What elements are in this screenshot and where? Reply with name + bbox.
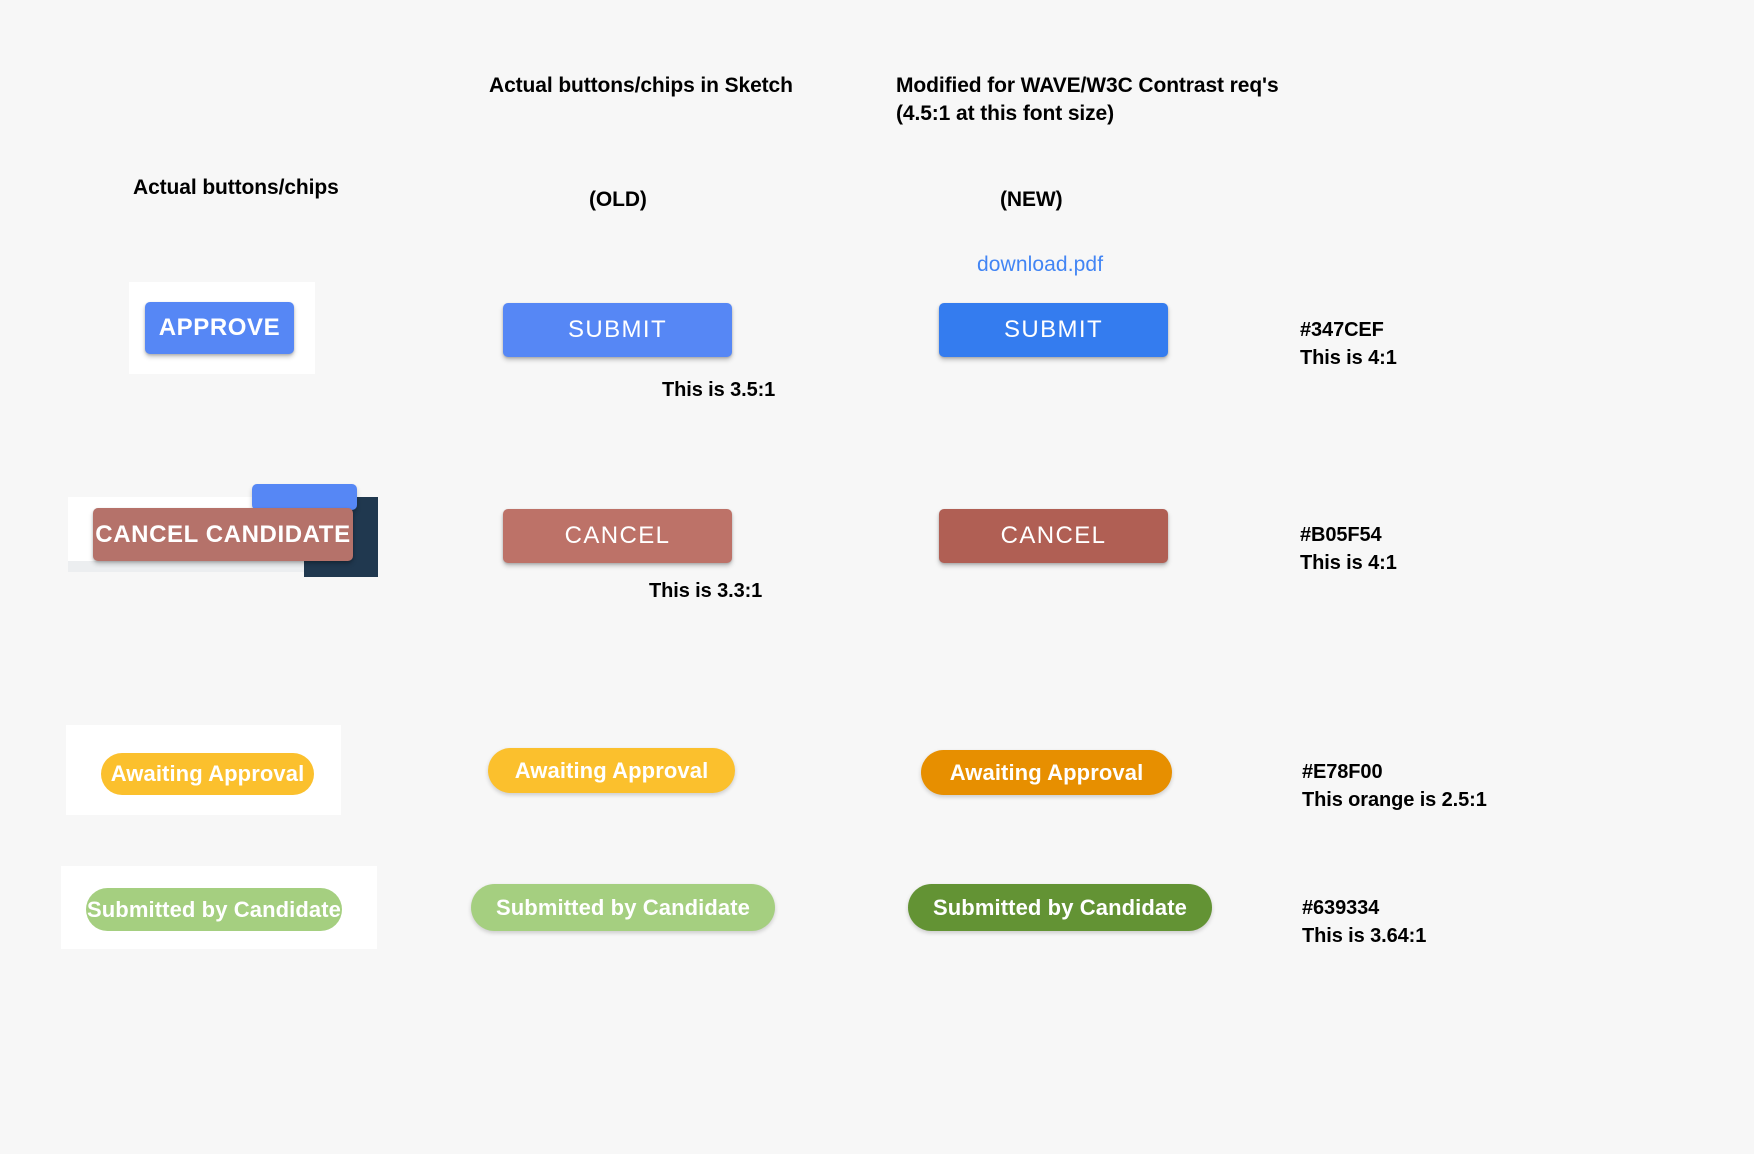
contrast-note-submitted-new: #639334 This is 3.64:1	[1302, 897, 1427, 948]
cancel-button-old[interactable]: CANCEL	[503, 509, 732, 563]
download-pdf-link[interactable]: download.pdf	[977, 253, 1104, 276]
contrast-note-awaiting-new: #E78F00 This orange is 2.5:1	[1302, 761, 1487, 812]
submit-button-old[interactable]: SUBMIT	[503, 303, 732, 357]
column-heading-actual: Actual buttons/chips	[133, 176, 339, 199]
partial-approve-button-behind[interactable]	[252, 484, 357, 510]
contrast-note-submit-new: #347CEF This is 4:1	[1300, 319, 1397, 370]
column-subheading-old: (OLD)	[589, 188, 647, 211]
approve-button[interactable]: APPROVE	[145, 302, 294, 354]
chip-awaiting-approval-actual[interactable]: Awaiting Approval	[101, 753, 314, 795]
chip-submitted-by-candidate-actual[interactable]: Submitted by Candidate	[86, 888, 342, 931]
chip-submitted-by-candidate-new[interactable]: Submitted by Candidate	[908, 884, 1212, 931]
cancel-candidate-button[interactable]: CANCEL CANDIDATE	[93, 508, 353, 561]
contrast-note-submit-old: This is 3.5:1	[662, 379, 776, 401]
submit-button-new[interactable]: SUBMIT	[939, 303, 1168, 357]
chip-awaiting-approval-old[interactable]: Awaiting Approval	[488, 748, 735, 793]
chip-submitted-by-candidate-old[interactable]: Submitted by Candidate	[471, 884, 775, 931]
column-heading-sketch: Actual buttons/chips in Sketch	[489, 74, 793, 97]
contrast-note-cancel-old: This is 3.3:1	[649, 580, 763, 602]
cancel-button-new[interactable]: CANCEL	[939, 509, 1168, 563]
chip-awaiting-approval-new[interactable]: Awaiting Approval	[921, 750, 1172, 795]
column-subheading-new: (NEW)	[1000, 188, 1063, 211]
column-heading-modified: Modified for WAVE/W3C Contrast req's (4.…	[896, 74, 1279, 125]
contrast-note-cancel-new: #B05F54 This is 4:1	[1300, 524, 1397, 575]
